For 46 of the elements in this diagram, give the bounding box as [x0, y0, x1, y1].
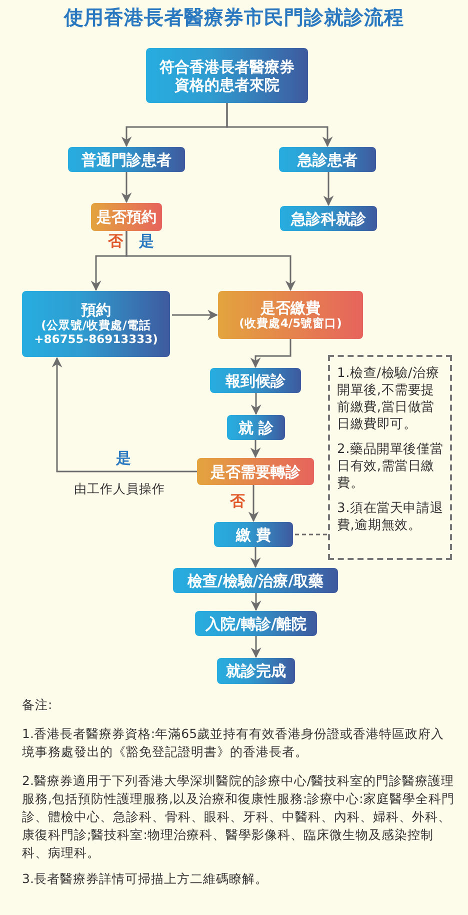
- arrow: [226, 103, 333, 148]
- arrow: [126, 231, 296, 292]
- arrow: [250, 440, 261, 458]
- process-box: 符合香港長者醫療券資格的患者來院: [146, 48, 308, 103]
- note-text: 2.藥品開單後僅當日有效,需當日繳費。: [337, 441, 444, 492]
- arrow: [121, 172, 132, 204]
- process-box: 普通門診患者: [68, 147, 185, 172]
- box-subtext: (收費處4/5號窗口): [238, 317, 343, 331]
- arrow: [250, 393, 262, 416]
- box-heading: 預約: [81, 301, 111, 320]
- edge-label: 是: [138, 233, 155, 249]
- process-box: 急診患者: [279, 147, 376, 172]
- arrow: [248, 485, 259, 522]
- process-box: 急診科就診: [280, 206, 377, 231]
- decision-box: 是否預約: [91, 203, 162, 231]
- note-box: [328, 355, 452, 560]
- box-subtext: (公眾號/收費處/電話+86755-86913333): [33, 319, 159, 347]
- arrow: [250, 593, 262, 612]
- process-box: 就 診: [227, 415, 285, 440]
- note-text: 1.檢查/檢驗/治療開單後,不需要提前繳費,當日做當日繳費即可。: [337, 365, 440, 433]
- decision-box: [218, 291, 363, 339]
- notes-heading: 备注:: [22, 696, 54, 714]
- edge-label: 否: [229, 493, 246, 509]
- process-box: [22, 291, 170, 357]
- process-box: 檢查/檢驗/治療/取藥: [173, 568, 338, 593]
- arrow: [323, 172, 334, 206]
- box-heading: 是否繳費: [260, 299, 320, 318]
- note-text: 1.香港長者醫療券資格:年滿65歲並持有有效香港身份證或香港特區政府入境事務處發出的《豁免登記證明書》的香港長者。: [22, 725, 446, 761]
- process-box: 報到候診: [210, 368, 301, 393]
- arrow: [172, 310, 218, 320]
- decision-box: 是否需要轉診: [197, 458, 314, 485]
- operator-note: 由工作人員操作: [74, 480, 166, 498]
- edge-label: 是: [115, 450, 132, 466]
- note-text: 3.須在當天申請退費,逾期無效。: [337, 500, 444, 534]
- arrow: [250, 636, 262, 658]
- note-text: 3.長者醫療券詳情可掃描上方二維碼瞭解。: [22, 870, 269, 888]
- process-box: 入院/轉診/離院: [195, 611, 317, 636]
- process-box: 繳 費: [214, 522, 293, 547]
- arrow: [250, 547, 261, 568]
- connector-line: [295, 534, 327, 536]
- arrow: [52, 356, 197, 472]
- process-box: 就診完成: [217, 658, 295, 684]
- arrow: [250, 339, 292, 368]
- note-text: 2.醫療券適用于下列香港大學深圳醫院的診療中心/醫技科室的門診醫療護理服務,包括預防性護理服務,以及治療和復康性服務:診療中心:家庭醫學全科門診、體檢中心、急診科、骨科、眼科、牙科、中醫科、內科、婦科、外科、康復科門診;醫技科室:物理治療科、醫學影像科、臨床微生物及感染控制科、病理科。: [22, 772, 455, 862]
- edge-label: 否: [107, 233, 124, 249]
- title: 使用香港長者醫療券市民門診就診流程: [62, 5, 405, 31]
